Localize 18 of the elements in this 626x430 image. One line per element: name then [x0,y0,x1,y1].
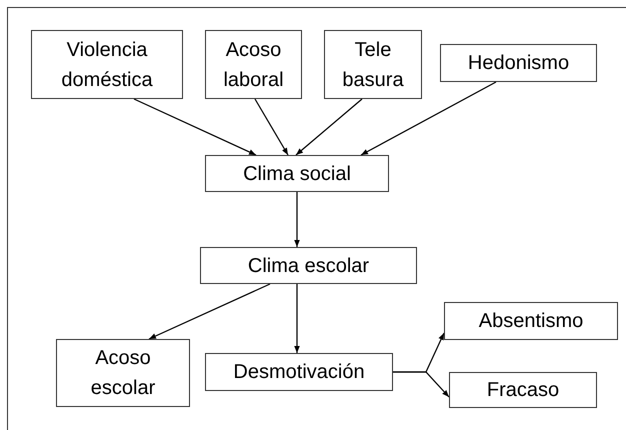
concept-box: Clima escolar [200,247,417,284]
arrow [393,371,450,398]
arrow [360,81,496,156]
concept-box: Clima social [205,155,389,192]
concept-box: Violencia doméstica [31,30,183,99]
arrow [294,192,300,247]
concept-box: Desmotivación [205,353,393,391]
arrow [296,98,362,156]
concept-box: Fracaso [449,372,597,408]
arrow [294,284,300,353]
concept-box: Hedonismo [440,44,597,82]
concept-box: Absentismo [444,302,618,340]
concept-box: Acoso laboral [205,30,302,99]
concept-box: Tele basura [324,30,422,99]
arrow [148,283,270,340]
arrow [254,98,289,156]
concept-box: Acoso escolar [56,339,190,407]
arrow [134,98,256,156]
